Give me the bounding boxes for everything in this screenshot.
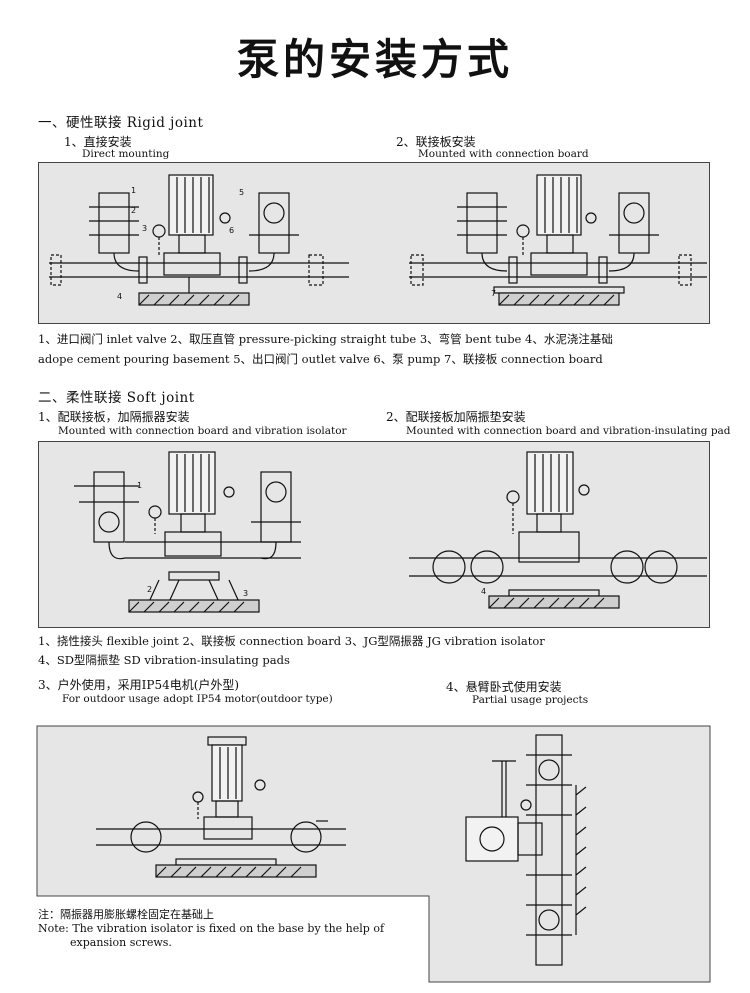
section2-right-subtitle: Mounted with connection board and vibrat… (406, 425, 731, 437)
pump-vibration-isolator (74, 451, 301, 613)
section3-right-title: 4、悬臂卧式使用安装 (446, 680, 562, 694)
callout-3: 3 (142, 224, 147, 233)
section1-left-subtitle: Direct mounting (82, 148, 170, 160)
pump-connection-board (409, 174, 707, 306)
section1-legend-line1: 1、进口阀门 inlet valve 2、取压直管 pressure-picki… (38, 332, 613, 346)
section2-legend-line1: 1、挠性接头 flexible joint 2、联接板 connection b… (38, 634, 545, 648)
callout-soft-4: 4 (481, 587, 486, 596)
callout-soft-3: 3 (243, 589, 248, 598)
callout-5: 5 (239, 188, 244, 197)
note-en-line1: Note: The vibration isolator is fixed on… (38, 922, 385, 935)
rigid-joint-drawing: 1 2 3 4 5 6 7 (49, 174, 707, 306)
outdoor-cantilever-figure (36, 725, 711, 983)
callout-1: 1 (131, 186, 136, 195)
section1-right-title: 2、联接板安装 (396, 135, 476, 149)
section1-right-subtitle: Mounted with connection board (418, 148, 589, 160)
section3-left-subtitle: For outdoor usage adopt IP54 motor(outdo… (62, 693, 333, 705)
rigid-joint-figure: 1 2 3 4 5 6 7 (38, 162, 710, 324)
pump-direct-mounting (49, 174, 349, 306)
section3-left-title: 3、户外使用，采用IP54电机(户外型) (38, 678, 240, 692)
section2-left-title: 1、配联接板，加隔振器安装 (38, 410, 190, 424)
pump-outdoor (96, 736, 346, 878)
section2-left-subtitle: Mounted with connection board and vibrat… (58, 425, 347, 437)
note-cn: 注：隔振器用膨胀螺栓固定在基础上 (38, 908, 214, 921)
callout-4: 4 (117, 292, 122, 301)
soft-joint-drawing: 1 2 3 4 (74, 451, 707, 613)
section1-heading: 一、硬性联接 Rigid joint (38, 115, 204, 131)
callout-soft-1: 1 (137, 481, 142, 490)
pump-vibration-pad (409, 451, 707, 609)
section1-legend-line2: adope cement pouring basement 5、出口阀门 out… (38, 352, 603, 366)
callout-soft-2: 2 (147, 585, 152, 594)
section2-heading: 二、柔性联接 Soft joint (38, 390, 195, 406)
section1-left-title: 1、直接安装 (64, 135, 132, 149)
callout-2: 2 (131, 206, 136, 215)
soft-joint-figure: 1 2 3 4 (38, 441, 710, 628)
section3-right-subtitle: Partial usage projects (472, 694, 589, 706)
callout-6: 6 (229, 226, 234, 235)
callout-7: 7 (491, 289, 496, 298)
section2-right-title: 2、配联接板加隔振垫安装 (386, 410, 526, 424)
pump-cantilever (465, 734, 587, 966)
page-title: 泵的安装方式 (236, 35, 513, 84)
note-en-line2: expansion screws. (70, 936, 172, 949)
section2-legend-line2: 4、SD型隔振垫 SD vibration-insulating pads (38, 653, 290, 667)
